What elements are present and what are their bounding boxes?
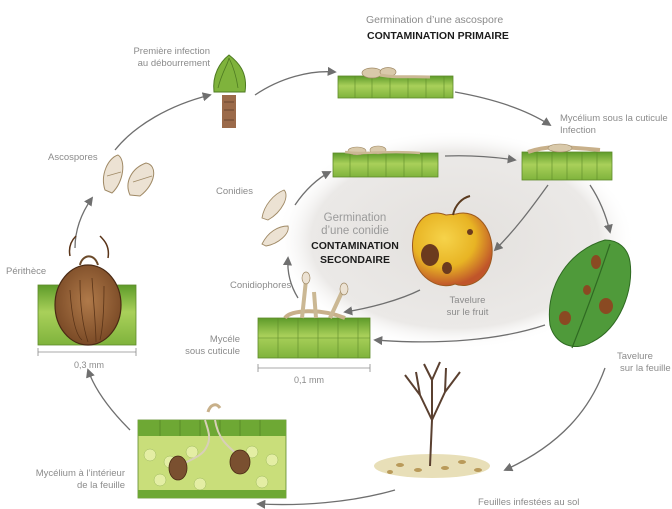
primary-contamination-label: CONTAMINATION PRIMAIRE bbox=[367, 30, 509, 42]
leaf-interior-illustration bbox=[138, 405, 286, 498]
secondary-germination-title-1: Germination bbox=[305, 212, 405, 225]
leaf-scab-label-1: Tavelure bbox=[617, 351, 653, 362]
ascospore-germination-tissue bbox=[338, 68, 453, 99]
fruit-scab-label-1: Tavelure bbox=[440, 295, 495, 306]
bare-tree-illustration bbox=[374, 362, 490, 478]
arrow-perithece-to-ascospores bbox=[75, 198, 92, 248]
conidies-label: Conidies bbox=[216, 186, 253, 197]
ascospores-illustration bbox=[103, 155, 153, 196]
bud-illustration bbox=[214, 55, 246, 128]
arrow-ascospore-to-mycelium bbox=[455, 92, 550, 125]
mycelium-cuticle-label-2: Infection bbox=[560, 125, 596, 136]
mycelium-interior-label-1: Mycélium à l’intérieur bbox=[10, 468, 125, 479]
perithece-label: Périthèce bbox=[6, 266, 46, 277]
arrow-infection-to-ascospore bbox=[255, 72, 335, 95]
mycelium-cuticle-label-1: Mycélium sous la cuticule bbox=[560, 113, 668, 124]
leaf-scab-label-2: sur la feuille bbox=[620, 363, 671, 374]
arrow-inner-leaf-to-perithece bbox=[88, 370, 130, 430]
perithece-illustration bbox=[38, 236, 136, 356]
premiere-infection-label-2: au débourrement bbox=[115, 58, 210, 69]
conidiophores-label: Conidiophores bbox=[230, 280, 291, 291]
secondary-contamination-label-2: SECONDAIRE bbox=[305, 254, 405, 266]
perithece-scale-label: 0,3 mm bbox=[74, 360, 104, 370]
arrow-leaf-to-ground bbox=[505, 368, 605, 470]
secondary-contamination-label-1: CONTAMINATION bbox=[305, 240, 405, 252]
premiere-infection-label-1: Première infection bbox=[115, 46, 210, 57]
fruit-scab-label-2: sur le fruit bbox=[440, 307, 495, 318]
arrow-ascospores-to-infection bbox=[115, 95, 210, 150]
mycelium-cuticle-tissue bbox=[522, 144, 612, 180]
primary-germination-title: Germination d’une ascospore bbox=[366, 15, 503, 26]
infested-leaves-ground-label: Feuilles infestées au sol bbox=[478, 497, 579, 508]
ascospores-label: Ascospores bbox=[48, 152, 98, 163]
mycele-label-2: sous cuticule bbox=[170, 346, 240, 357]
mycele-scale-label: 0,1 mm bbox=[294, 375, 324, 385]
mycelium-interior-label-2: de la feuille bbox=[10, 480, 125, 491]
mycele-label-1: Mycéle bbox=[170, 334, 240, 345]
secondary-germination-title-2: d’une conidie bbox=[305, 225, 405, 238]
